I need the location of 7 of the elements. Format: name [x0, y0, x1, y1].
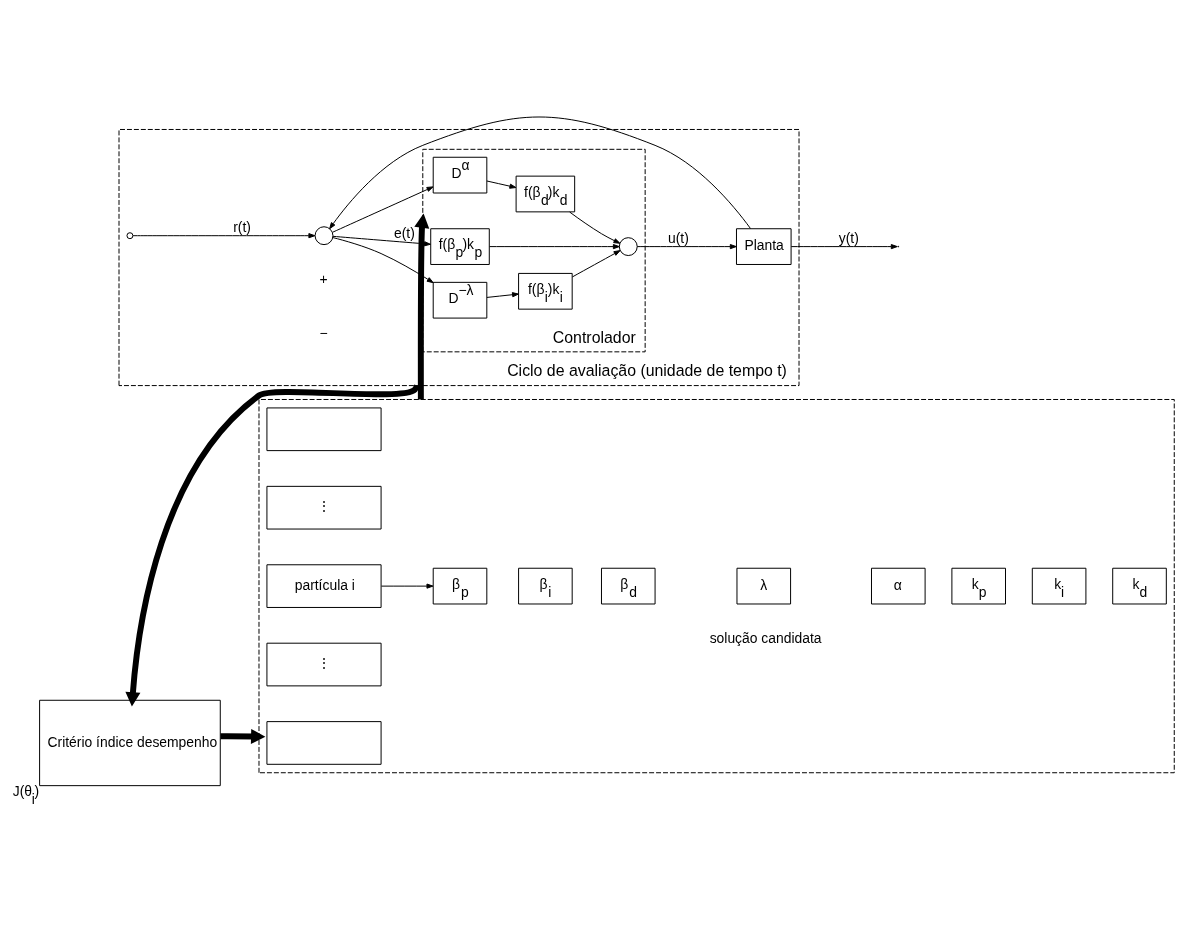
label: − — [319, 324, 328, 341]
edge-label: e(t) — [393, 224, 415, 241]
label: + — [319, 270, 328, 287]
edge-label: r(t) — [233, 218, 251, 235]
edge-label: y(t) — [838, 229, 859, 246]
edge-label: u(t) — [667, 229, 689, 246]
label: solução candidata — [709, 629, 822, 646]
